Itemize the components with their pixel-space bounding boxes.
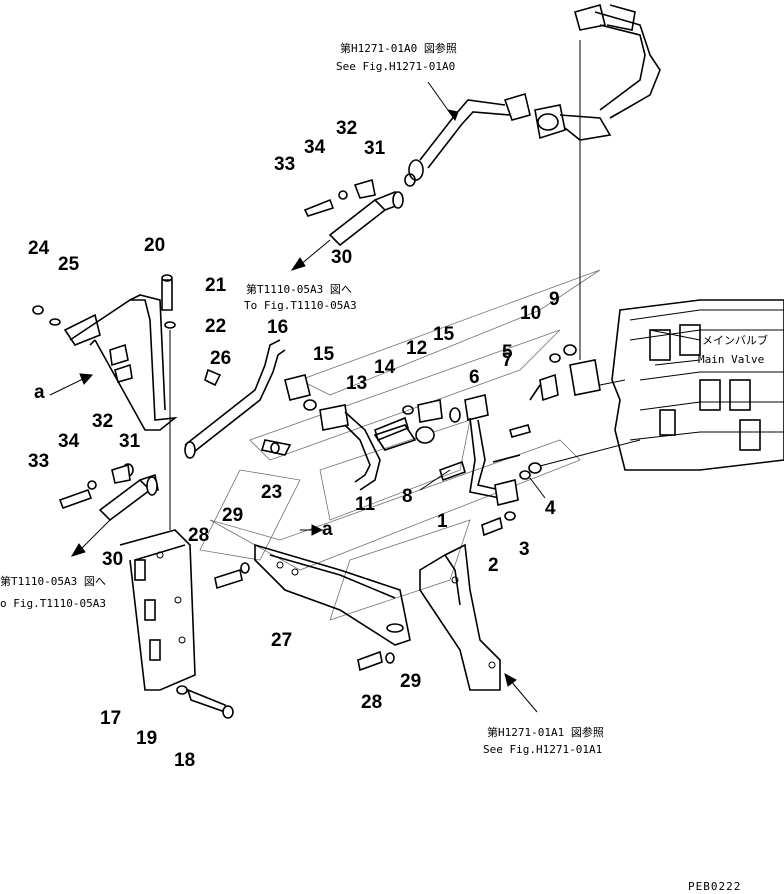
main-valve xyxy=(528,299,784,474)
ref-mid-jp: 第T1110-05A3 図へ xyxy=(246,282,352,296)
main-valve-label-jp: メインバルブ xyxy=(702,333,768,347)
upper-fitting-group xyxy=(303,173,416,247)
part-number-2: 2 xyxy=(488,555,499,576)
part-number-29-left: 29 xyxy=(222,505,243,526)
view-mark-left: a xyxy=(34,382,45,403)
drawing-code: PEB0222 xyxy=(688,880,741,893)
part-number-17: 17 xyxy=(100,708,121,729)
part-number-9: 9 xyxy=(549,289,560,310)
ref-bottom-jp: 第H1271-01A1 図参照 xyxy=(487,725,604,739)
part-number-15-left: 15 xyxy=(313,344,335,365)
ref-left-jp: 第T1110-05A3 図へ xyxy=(0,574,106,588)
reference-labels: 第H1271-01A0 図参照 See Fig.H1271-01A0 第T111… xyxy=(0,41,768,893)
part-number-28-bottom: 28 xyxy=(361,692,382,713)
plate-27 xyxy=(214,543,411,646)
part-number-30-left: 30 xyxy=(102,549,123,570)
part-number-29-bottom: 29 xyxy=(400,671,421,692)
part-number-31-left: 31 xyxy=(119,431,141,452)
pipe-1-assembly xyxy=(439,40,601,537)
part-number-4: 4 xyxy=(545,498,556,519)
part-number-3: 3 xyxy=(519,539,530,560)
part-number-24: 24 xyxy=(28,238,50,259)
part-number-20: 20 xyxy=(144,235,165,256)
part-number-11: 11 xyxy=(355,494,376,515)
bracket-17 xyxy=(119,529,234,719)
part-number-23: 23 xyxy=(261,482,282,503)
part-number-1: 1 xyxy=(437,511,448,532)
part-number-14: 14 xyxy=(374,357,396,378)
part-number-7: 7 xyxy=(502,350,513,371)
part-number-28-left: 28 xyxy=(188,525,209,546)
pipe-16 xyxy=(184,339,317,459)
part-number-6: 6 xyxy=(469,367,480,388)
part-number-32-left: 32 xyxy=(92,411,113,432)
part-number-30-top: 30 xyxy=(331,247,352,268)
bracket-20 xyxy=(32,274,178,530)
main-valve-label-en: Main Valve xyxy=(698,353,764,366)
part-number-27: 27 xyxy=(271,630,292,651)
part-number-19: 19 xyxy=(136,728,157,749)
part-number-13: 13 xyxy=(346,373,367,394)
part-number-33-top: 33 xyxy=(274,154,295,175)
ref-mid-en: To Fig.T1110-05A3 xyxy=(244,299,357,312)
view-mark-center: a xyxy=(322,519,333,540)
hose-11 xyxy=(260,404,435,491)
part-number-34-top: 34 xyxy=(304,137,326,158)
part-number-18: 18 xyxy=(174,750,195,771)
top-hose-assembly xyxy=(408,4,661,181)
part-number-10: 10 xyxy=(520,303,541,324)
ref-left-en: o Fig.T1110-05A3 xyxy=(0,597,106,610)
ref-bottom-en: See Fig.H1271-01A1 xyxy=(483,743,602,756)
part-number-25: 25 xyxy=(58,254,80,275)
part-number-8: 8 xyxy=(402,486,413,507)
part-number-5: 5 xyxy=(502,342,513,363)
ref-top-en: See Fig.H1271-01A0 xyxy=(336,60,455,73)
ref-top-jp: 第H1271-01A0 図参照 xyxy=(340,41,457,55)
bracket-right xyxy=(357,543,501,691)
leader-lines xyxy=(49,81,701,713)
part-number-32-top: 32 xyxy=(336,118,357,139)
part-number-33-left: 33 xyxy=(28,451,49,472)
part-number-labels: 1 2 3 4 5 6 7 8 9 10 11 12 13 14 15 15 1… xyxy=(28,118,560,771)
fitting-12-13-14-15 xyxy=(374,399,461,442)
part-number-15-right: 15 xyxy=(433,324,455,345)
part-number-16: 16 xyxy=(267,317,288,338)
part-number-34-left: 34 xyxy=(58,431,80,452)
part-number-26: 26 xyxy=(210,348,231,369)
left-fitting-group xyxy=(58,463,159,522)
part-number-21: 21 xyxy=(205,275,227,296)
part-number-12: 12 xyxy=(406,338,427,359)
part-number-22: 22 xyxy=(205,316,226,337)
part-number-31-top: 31 xyxy=(364,138,386,159)
